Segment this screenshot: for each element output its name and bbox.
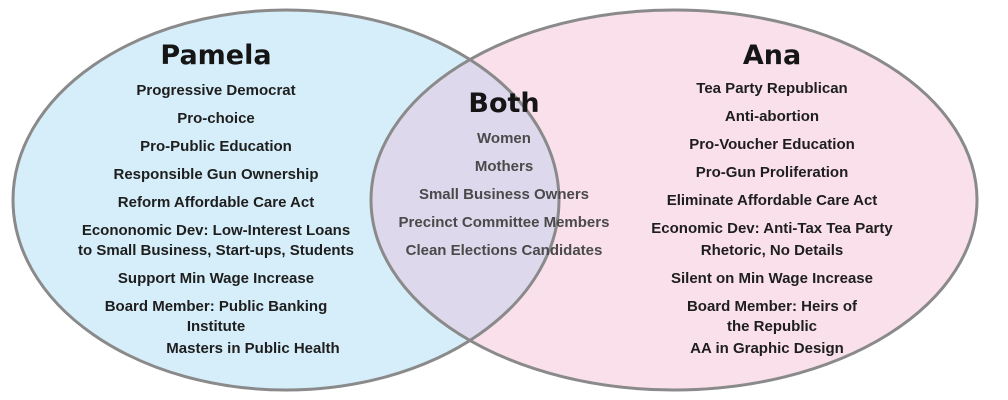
left-item: Support Min Wage Increase xyxy=(117,270,315,287)
center-items: Women Mothers Small Business Owners Prec… xyxy=(374,0,634,400)
left-title: Pamela xyxy=(160,40,272,71)
right-item: the Republic xyxy=(726,318,817,335)
left-item: Reform Affordable Care Act xyxy=(117,194,315,211)
right-item: Pro-Gun Proliferation xyxy=(695,164,849,181)
center-item: Women xyxy=(477,130,531,147)
left-item: Progressive Democrat xyxy=(136,82,296,99)
right-item: Rhetoric, No Details xyxy=(700,242,844,259)
right-title: Ana xyxy=(742,40,802,71)
left-item: Institute xyxy=(186,318,246,335)
right-item: Board Member: Heirs of xyxy=(686,298,858,315)
left-item: Board Member: Public Banking xyxy=(104,298,328,315)
left-circle-outline xyxy=(11,8,561,392)
center-item: Small Business Owners xyxy=(418,186,590,203)
right-item: Tea Party Republican xyxy=(696,80,848,97)
left-item: Econonomic Dev: Low-Interest Loans xyxy=(81,222,351,239)
center-title: Both xyxy=(468,88,540,119)
left-items: Progressive Democrat Pro-choice Pro-Publ… xyxy=(56,0,376,400)
left-item: Pro-choice xyxy=(177,110,255,127)
center-item: Mothers xyxy=(474,158,534,175)
right-item: Anti-abortion xyxy=(724,108,820,125)
center-item: Precinct Committee Members xyxy=(398,214,610,231)
left-item: to Small Business, Start-ups, Students xyxy=(78,242,354,259)
left-item: Pro-Public Education xyxy=(140,138,292,155)
left-item: Masters in Public Health xyxy=(166,340,340,357)
right-item: Pro-Voucher Education xyxy=(689,136,855,153)
right-item: AA in Graphic Design xyxy=(690,340,844,357)
right-item: Silent on Min Wage Increase xyxy=(671,270,873,287)
left-item: Responsible Gun Ownership xyxy=(113,166,319,183)
center-item: Clean Elections Candidates xyxy=(405,242,603,259)
right-item: Eliminate Affordable Care Act xyxy=(666,192,878,209)
right-items: Tea Party Republican Anti-abortion Pro-V… xyxy=(622,0,922,400)
right-circle-outline xyxy=(369,8,979,392)
right-item: Economic Dev: Anti-Tax Tea Party xyxy=(651,220,893,237)
